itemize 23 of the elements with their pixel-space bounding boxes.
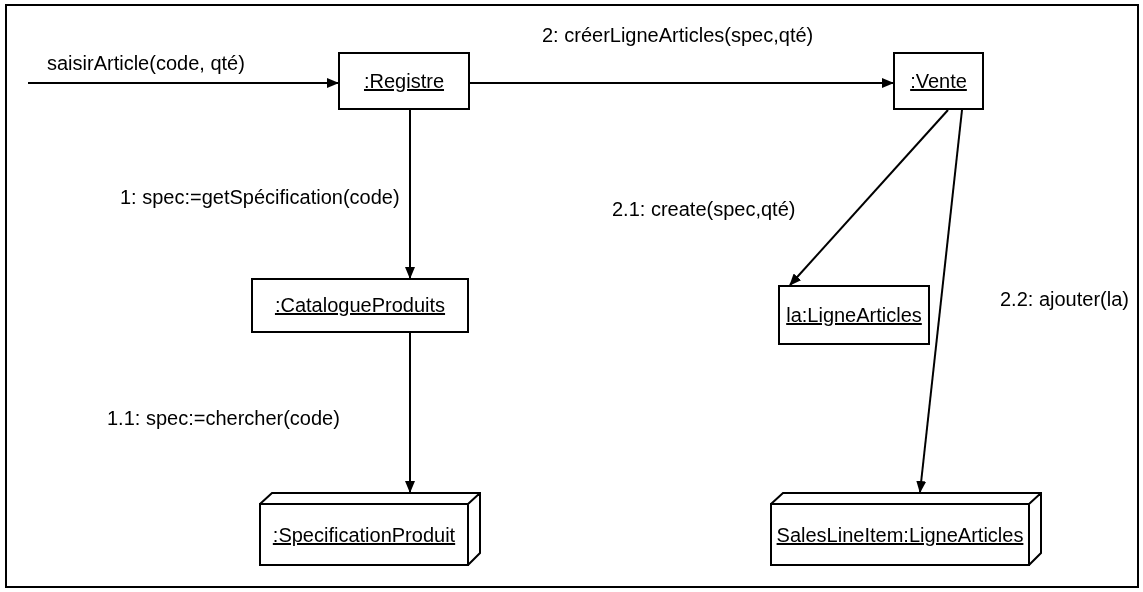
object-box xyxy=(778,285,930,345)
object-box xyxy=(259,492,481,566)
edge-label: 1: spec:=getSpécification(code) xyxy=(118,186,402,209)
edge-label: saisirArticle(code, qté) xyxy=(45,52,247,75)
object-name: :Vente xyxy=(910,69,967,93)
arrow xyxy=(27,78,339,88)
arrow xyxy=(405,332,415,493)
object-name: SalesLineItem:LigneArticles xyxy=(776,523,1024,547)
arrow xyxy=(916,109,963,493)
arrow xyxy=(789,109,949,286)
arrow xyxy=(469,78,894,88)
object-name: :CatalogueProduits xyxy=(274,294,446,317)
arrow xyxy=(405,109,415,279)
object-box xyxy=(893,52,984,110)
edge-label: 2.1: create(spec,qté) xyxy=(610,198,798,221)
edge-label: 1.1: spec:=chercher(code) xyxy=(105,407,342,430)
object-box xyxy=(338,52,470,110)
object-box xyxy=(770,492,1042,566)
edge-label: 2.2: ajouter(la) xyxy=(998,288,1131,311)
object-name: la:LigneArticles xyxy=(786,303,922,327)
object-name: :Registre xyxy=(364,69,444,93)
object-name: :SpecificationProduit xyxy=(272,523,456,547)
object-box xyxy=(251,278,469,333)
